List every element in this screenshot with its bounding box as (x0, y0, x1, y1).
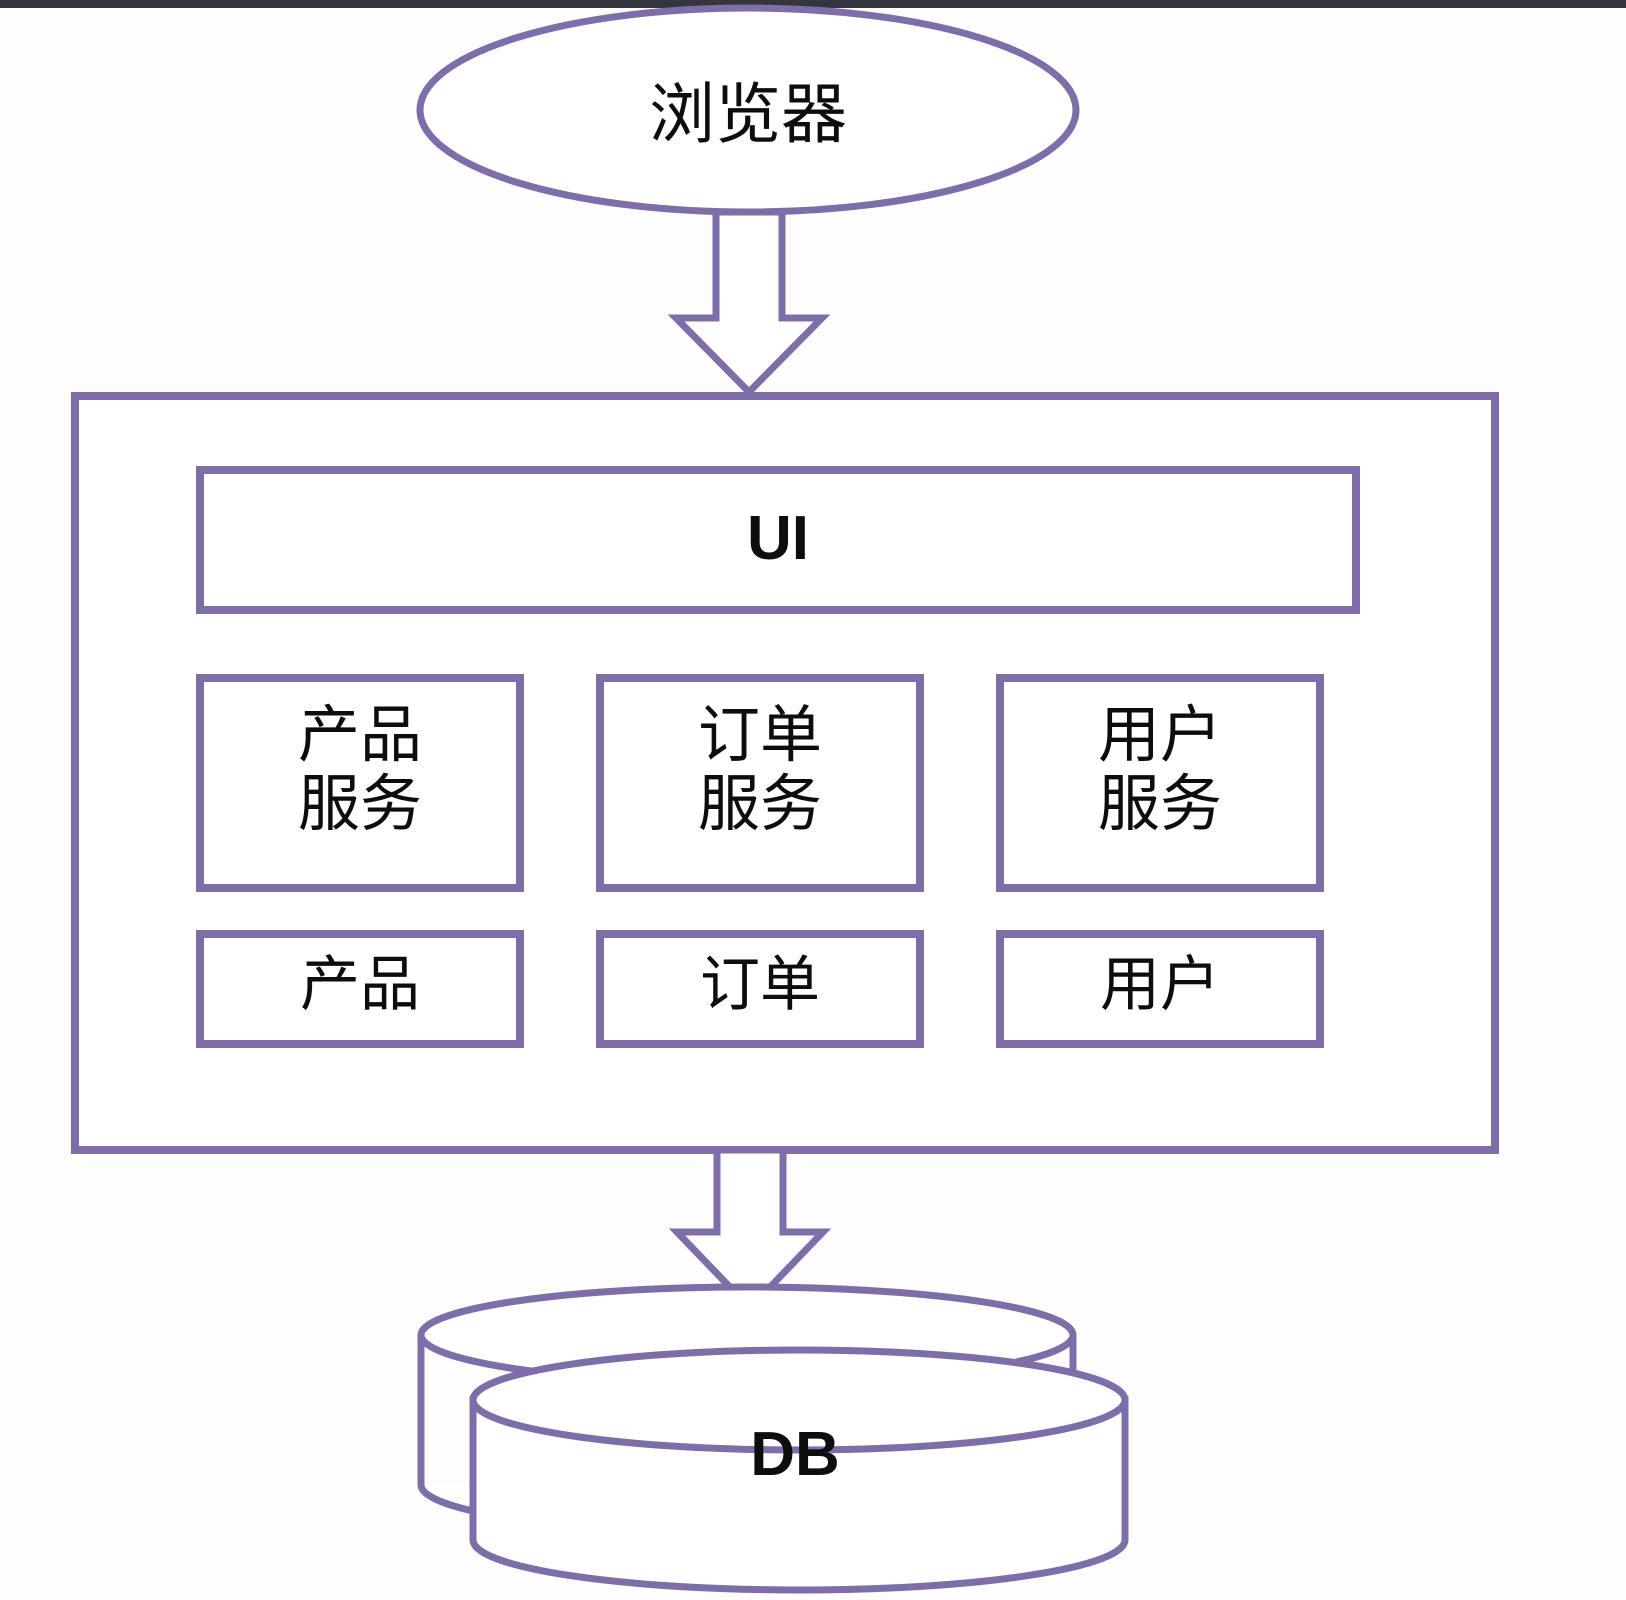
browser-label: 浏览器 (649, 76, 847, 153)
order-entity-box[interactable] (596, 930, 924, 1048)
ui-box[interactable] (196, 466, 1360, 614)
product-entity-label: 产品 (300, 950, 420, 1020)
database-front-cylinder[interactable] (469, 1346, 1129, 1594)
order-service-box[interactable] (596, 674, 924, 892)
ui-label: UI (747, 504, 809, 573)
app-to-db-arrow (668, 1146, 832, 1314)
product-service-box[interactable] (196, 674, 524, 892)
user-entity-label: 用户 (1100, 950, 1220, 1020)
product-entity-box[interactable] (196, 930, 524, 1048)
user-service-label: 用户 服务 (1097, 698, 1222, 841)
order-service-label: 订单 服务 (697, 698, 822, 841)
browser-to-app-arrow (667, 208, 831, 397)
user-entity-box[interactable] (996, 930, 1324, 1048)
top-bar (0, 0, 1626, 8)
product-service-label: 产品 服务 (297, 698, 422, 841)
user-service-box[interactable] (996, 674, 1324, 892)
database-label: DB (750, 1420, 840, 1489)
order-entity-label: 订单 (700, 950, 820, 1020)
